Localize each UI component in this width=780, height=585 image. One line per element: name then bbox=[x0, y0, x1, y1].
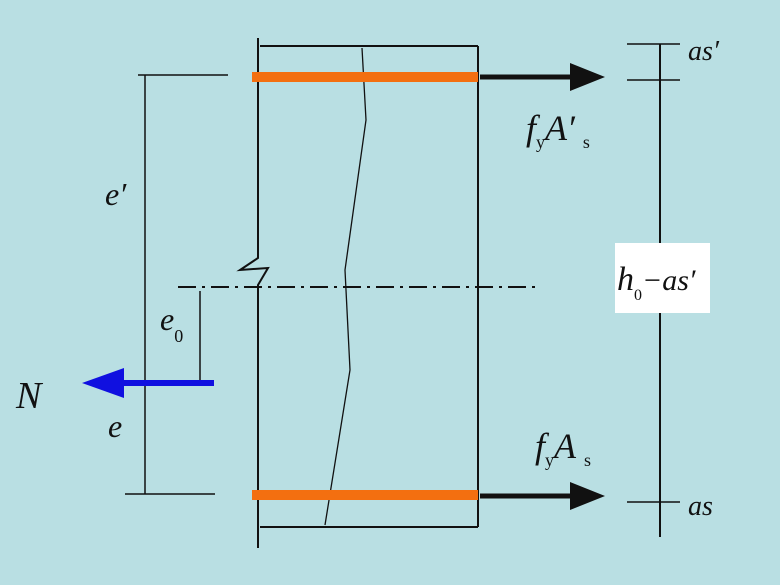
label-fy-As-prime: fyA′s bbox=[526, 108, 590, 152]
crack-line bbox=[324, 47, 367, 526]
bottom-rebar bbox=[252, 490, 478, 500]
label-h0-minus-as-prime: h0−as′ bbox=[617, 261, 696, 304]
label-N: N bbox=[15, 375, 44, 417]
bottom-steel-force-arrow bbox=[480, 482, 605, 510]
left-dimension-lines bbox=[125, 74, 228, 495]
label-e-prime: e′ bbox=[105, 176, 127, 212]
label-as-prime: as′ bbox=[688, 36, 720, 67]
top-steel-force-arrow bbox=[480, 63, 605, 91]
break-line bbox=[236, 38, 270, 548]
label-e: e bbox=[108, 408, 122, 444]
label-as: as bbox=[688, 491, 713, 522]
h0-label-box bbox=[615, 243, 710, 313]
axial-force-N-arrow bbox=[82, 368, 214, 398]
member-section bbox=[236, 38, 479, 548]
top-rebar bbox=[252, 72, 478, 82]
label-e0: e0 bbox=[160, 301, 183, 346]
